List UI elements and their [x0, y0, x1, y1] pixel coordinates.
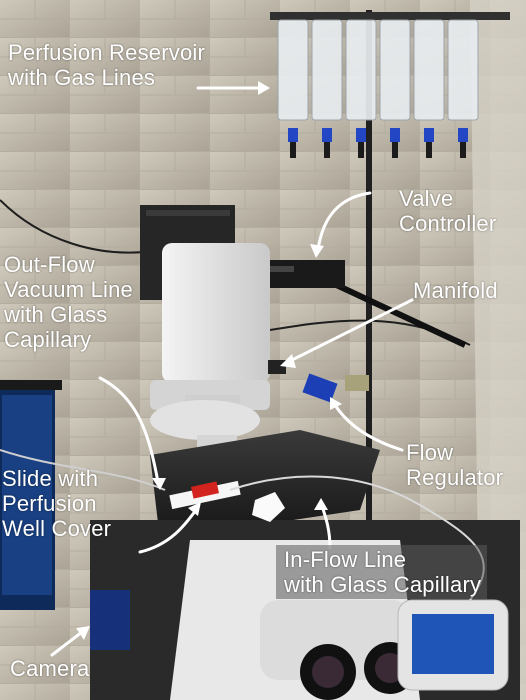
- label-valve-controller: Valve Controller: [399, 186, 497, 236]
- syringe-reservoirs: [277, 19, 479, 121]
- arrow-slide: [138, 508, 198, 554]
- manifold-clamp: [268, 360, 286, 374]
- syringe-valves: [288, 128, 468, 142]
- arrow-manifold: [286, 298, 414, 364]
- syringe-tips: [290, 142, 466, 158]
- label-slide: Slide with Perfusion Well Cover: [2, 466, 112, 541]
- cable-left: [0, 199, 161, 254]
- arrow-heads: [76, 81, 342, 640]
- microscope-head: [162, 243, 270, 383]
- ring-stand-pole: [366, 10, 372, 570]
- label-flow-regulator: Flow Regulator: [406, 440, 504, 490]
- arrow-valve-controller: [316, 191, 372, 252]
- label-in-flow: In-Flow Line with Glass Capillary: [276, 545, 488, 599]
- microscope-stage: [150, 430, 380, 540]
- black-rod: [328, 279, 467, 348]
- annotation-arrows: [50, 86, 414, 657]
- reservoir-bar: [270, 12, 510, 20]
- arrow-camera: [50, 630, 84, 657]
- label-camera: Camera: [10, 656, 90, 681]
- flow-regulator-clamp: [302, 373, 338, 403]
- label-perfusion-reservoir: Perfusion Reservoir with Gas Lines: [8, 40, 205, 90]
- out-flow-tubing: [0, 449, 166, 491]
- arrow-out-flow: [98, 376, 160, 484]
- valve-controller-box: [265, 260, 345, 288]
- label-manifold: Manifold: [413, 278, 498, 303]
- label-out-flow: Out-Flow Vacuum Line with Glass Capillar…: [4, 252, 133, 352]
- arrow-flow-regulator: [333, 403, 404, 452]
- perfusion-well-cover: [191, 481, 219, 499]
- camera: [90, 590, 130, 650]
- stage-knob: [252, 492, 285, 522]
